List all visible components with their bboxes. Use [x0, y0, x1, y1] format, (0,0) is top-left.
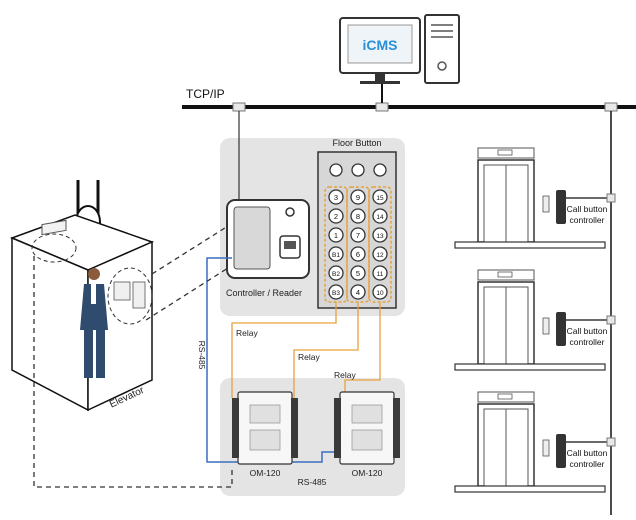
floor-button-1: 1 [328, 227, 344, 243]
floor-button-label: 10 [376, 290, 384, 297]
floor-button-label: 15 [376, 195, 384, 202]
floor-indicator [497, 271, 513, 278]
rs485-label-vertical: RS-485 [197, 341, 207, 370]
call-button-label: controller [570, 215, 605, 225]
floor-button-label: 9 [356, 193, 360, 202]
controller-reader-device [226, 199, 310, 279]
relay-label-3: Relay [334, 370, 356, 380]
floor-indicator [497, 393, 513, 400]
door-open-icon [351, 163, 365, 177]
floor-button-15: 15 [372, 189, 388, 205]
floor-button-7: 7 [350, 227, 366, 243]
call-button-label: Call button [567, 326, 608, 336]
rs485-label-bottom: RS-485 [298, 477, 327, 487]
om-120-module-1 [232, 391, 298, 465]
relay-label-1: Relay [236, 328, 258, 338]
call-button-label: Call button [567, 448, 608, 458]
controller-label: Controller / Reader [226, 288, 302, 298]
floor-button-label: B1 [332, 252, 340, 259]
floor-button-B3: B3 [328, 284, 344, 300]
floor-button-B2: B2 [328, 265, 344, 281]
floor-button-5: 5 [350, 265, 366, 281]
bus-connector [232, 102, 246, 112]
floor-button-B1: B1 [328, 246, 344, 262]
call-button-controller-device [556, 312, 566, 346]
floor-button-label: 12 [376, 252, 384, 259]
floor-button-14: 14 [372, 208, 388, 224]
floor-button-title: Floor Button [332, 138, 381, 148]
floor-button-label: B2 [332, 271, 340, 278]
floor-button-2: 2 [328, 208, 344, 224]
floor-button-3: 3 [328, 189, 344, 205]
rs485-wiring [206, 257, 340, 463]
floor-button-13: 13 [372, 227, 388, 243]
call-button-icon [542, 439, 550, 457]
icms-logo-text: iCMS [363, 37, 398, 53]
camera-icon [285, 207, 295, 217]
call-button-controller-device [556, 190, 566, 224]
call-button-label: controller [570, 459, 605, 469]
module-2-label: OM-120 [352, 468, 383, 478]
bus-connector [604, 102, 618, 112]
floor-button-label: 2 [334, 212, 338, 221]
floor-button-label: 7 [356, 231, 360, 240]
dashed-link-reader [151, 225, 229, 275]
floor-button-label: 4 [356, 288, 360, 297]
floor-button-label: 3 [334, 193, 338, 202]
floor-button-6: 6 [350, 246, 366, 262]
floor-indicator [497, 149, 513, 156]
alarm-bell-icon [329, 163, 343, 177]
floor-button-label: 14 [376, 214, 384, 221]
floor-button-label: 6 [356, 250, 360, 259]
tcp-ip-label: TCP/IP [186, 87, 225, 101]
floor-button-label: 13 [376, 233, 384, 240]
floor-button-label: 5 [356, 269, 360, 278]
floor-button-label: 1 [334, 231, 338, 240]
om-120-module-2 [334, 391, 400, 465]
relay-label-2: Relay [298, 352, 320, 362]
tcp-ip-bus [182, 102, 636, 112]
call-button-icon [542, 195, 550, 213]
floor-button-12: 12 [372, 246, 388, 262]
relay-wiring [231, 302, 381, 398]
floor-slab [454, 363, 606, 371]
call-button-controller-device [556, 434, 566, 468]
server-computer [339, 14, 460, 103]
floor-button-10: 10 [372, 284, 388, 300]
call-button-label: Call button [567, 204, 608, 214]
floor-button-9: 9 [350, 189, 366, 205]
module-1-label: OM-120 [250, 468, 281, 478]
floor-button-label: 11 [377, 271, 384, 278]
floor-button-11: 11 [372, 265, 388, 281]
floor-slab [454, 241, 606, 249]
door-close-icon [373, 163, 387, 177]
floor-button-label: 8 [356, 212, 360, 221]
floor-slab [454, 485, 606, 493]
bus-connector [375, 102, 389, 112]
floor-button-label: B3 [332, 290, 340, 297]
pc-tower [424, 14, 460, 84]
dashed-link-reader [145, 267, 229, 321]
call-button-label: controller [570, 337, 605, 347]
call-button-icon [542, 317, 550, 335]
floor-button-8: 8 [350, 208, 366, 224]
floor-button-4: 4 [350, 284, 366, 300]
elevator-car [9, 180, 155, 412]
